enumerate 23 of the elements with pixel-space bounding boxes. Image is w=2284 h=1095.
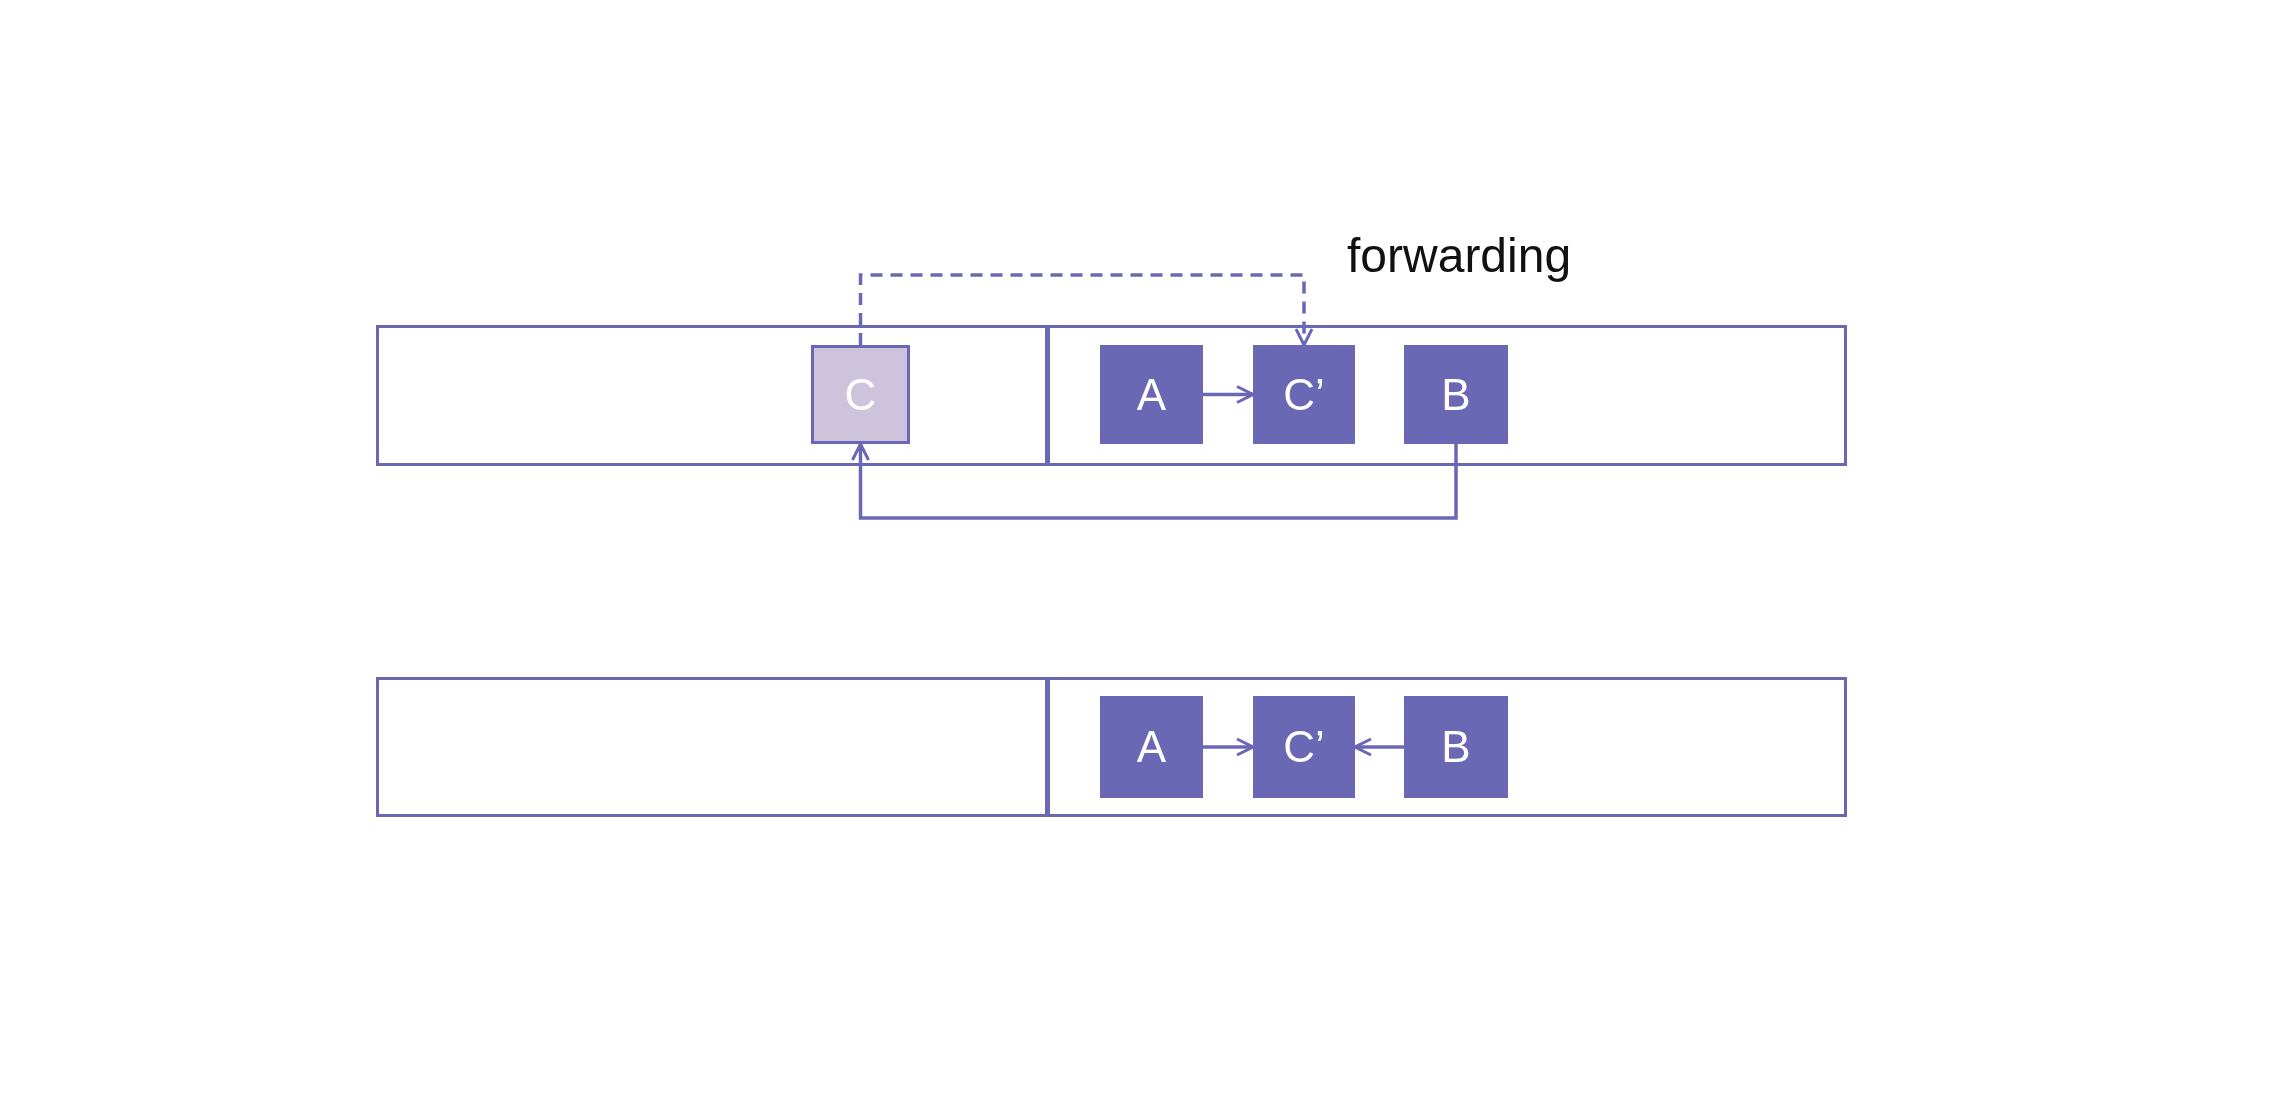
faded-block — [811, 345, 910, 444]
band-box — [1047, 325, 1847, 466]
block-letter: A — [1136, 372, 1167, 417]
block — [1100, 345, 1203, 444]
band-box — [376, 325, 1048, 466]
band-box — [376, 677, 1048, 817]
block-letter: B — [1441, 725, 1471, 769]
block-letter: B — [1441, 372, 1471, 417]
block — [1100, 696, 1203, 798]
arrow — [851, 442, 1458, 520]
block — [1404, 696, 1508, 798]
block-letter: C’ — [1283, 372, 1325, 417]
block-letter: C — [844, 372, 877, 417]
block — [1253, 696, 1355, 798]
arrow — [1353, 737, 1404, 757]
block-letter: C’ — [1283, 725, 1325, 769]
block — [1253, 345, 1355, 444]
arrow — [1203, 737, 1255, 757]
band-box — [1047, 677, 1847, 817]
block-letter: A — [1136, 725, 1167, 769]
arrow — [1203, 385, 1255, 404]
block — [1404, 345, 1508, 444]
arrow — [858, 273, 1314, 347]
